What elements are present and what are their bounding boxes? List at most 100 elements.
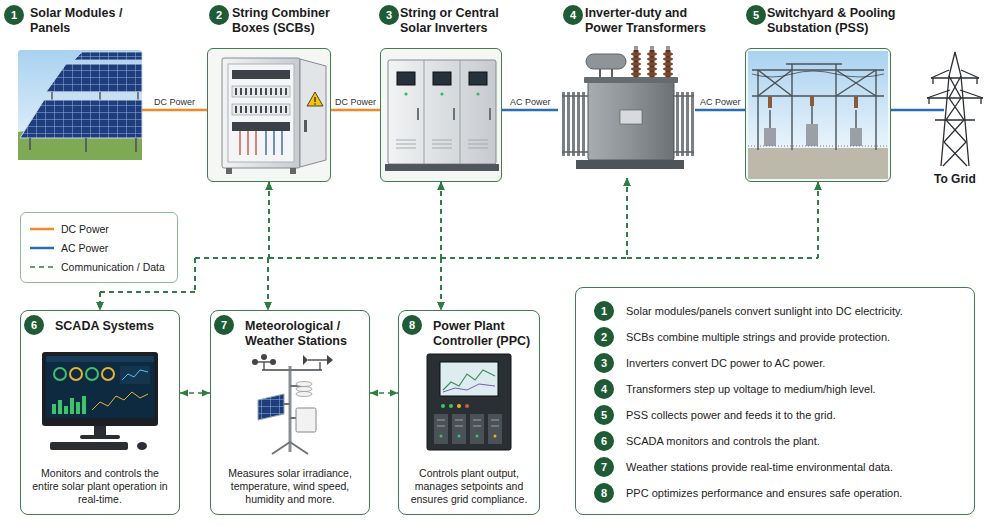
legend-box: DC PowerAC PowerCommunication / Data xyxy=(20,212,178,283)
legend-entry: Communication / Data xyxy=(29,257,169,276)
substation-illustration xyxy=(748,51,888,149)
inverter-illustration xyxy=(397,72,415,85)
legend-entry: AC Power xyxy=(29,238,169,257)
summary-line: SCBs combine multiple strings and provid… xyxy=(626,324,964,350)
communication-link xyxy=(268,182,818,310)
communication-link xyxy=(180,392,210,394)
weather-station-illustration xyxy=(262,369,322,371)
solar-array-illustration xyxy=(20,100,142,138)
transformer-illustration xyxy=(650,46,654,50)
weather-station-illustration xyxy=(296,392,312,397)
weather-station-illustration xyxy=(296,382,312,387)
connector-label: AC Power xyxy=(509,97,552,108)
equipment-area xyxy=(558,48,695,178)
plant-controller-illustration xyxy=(488,414,502,444)
box-description: Controls plant output, manages setpoints… xyxy=(407,467,531,506)
combiner-box-illustration xyxy=(314,97,315,102)
legend-sample xyxy=(29,243,55,253)
scada-monitor-illustration xyxy=(82,396,86,414)
scada-monitor-illustration xyxy=(137,442,147,450)
weather-station-illustration xyxy=(256,362,272,370)
plant-controller-illustration xyxy=(443,384,495,392)
scada-monitor-illustration xyxy=(120,366,150,384)
substation-illustration xyxy=(752,64,884,96)
transmission-tower xyxy=(927,52,983,166)
inverter-illustration xyxy=(433,72,451,85)
combiner-box-illustration xyxy=(232,86,290,97)
plant-controller-illustration xyxy=(427,354,511,450)
combiner-box-illustration xyxy=(232,104,290,115)
inverter-node: String or Central Solar Inverters xyxy=(380,6,502,182)
plant-controller-illustration xyxy=(470,414,484,444)
inverter-illustration xyxy=(418,108,490,120)
inverter-illustration xyxy=(404,92,407,95)
solar-array-illustration xyxy=(18,50,142,160)
transformer-illustration xyxy=(647,67,657,71)
transformer-illustration xyxy=(584,77,678,83)
inverter-illustration xyxy=(396,140,488,148)
transformer-illustration xyxy=(577,92,580,156)
scada-monitor-illustration xyxy=(102,368,114,380)
solar-array-illustration xyxy=(30,138,136,152)
summary-line: SCADA monitors and controls the plant. xyxy=(626,428,964,454)
callout-number: 4 xyxy=(563,5,583,25)
weather-station-illustration xyxy=(296,382,312,397)
grid-label: To Grid xyxy=(934,172,976,186)
transformer-node: Inverter-duty and Power Transformers xyxy=(558,6,695,178)
transformer-illustration xyxy=(634,46,638,50)
power-cable xyxy=(695,109,745,112)
plant-controller-illustration xyxy=(440,362,498,396)
communication-link xyxy=(441,178,627,310)
summary-list-box: Solar modules/panels convert sunlight in… xyxy=(575,287,975,515)
combiner-box-illustration xyxy=(307,92,323,106)
communication-link xyxy=(268,182,441,310)
substation-illustration xyxy=(768,96,858,108)
transformer-illustration xyxy=(691,92,694,156)
inverter-illustration xyxy=(385,164,499,171)
box-title: Meteorological / Weather Stations xyxy=(219,319,361,351)
transformer-illustration xyxy=(631,67,641,71)
scada-monitor-illustration xyxy=(122,370,148,380)
substation-illustration xyxy=(758,70,876,96)
stage-heading: Inverter-duty and Power Transformers xyxy=(585,6,717,48)
summary-line: Inverters convert DC power to AC power. xyxy=(626,350,964,376)
equipment-frame xyxy=(380,48,502,182)
transformer-illustration xyxy=(572,92,575,156)
callout-number: 2 xyxy=(594,327,614,347)
plant-controller-illustration xyxy=(465,404,469,408)
box-description: Measures solar irradiance, temperature, … xyxy=(219,467,361,506)
callout-number: 6 xyxy=(24,315,44,335)
transformer-illustration xyxy=(620,110,642,124)
summary-line: Solar modules/panels convert sunlight in… xyxy=(626,298,964,324)
weather-station-illustration xyxy=(272,442,308,454)
plant-controller-illustration xyxy=(437,420,499,426)
plant-controller-box: Power Plant Controller (PPC)Controls pla… xyxy=(398,310,540,515)
weather-station-box: Meteorological / Weather StationsMeasure… xyxy=(210,310,370,515)
substation-illustration xyxy=(764,128,776,146)
callout-number: 5 xyxy=(594,405,614,425)
plant-controller-illustration xyxy=(434,414,502,444)
transformer-illustration xyxy=(681,92,684,156)
substation-illustration xyxy=(770,104,856,146)
transmission-tower xyxy=(941,52,969,166)
scada-monitor-illustration xyxy=(54,368,114,380)
weather-station-illustration xyxy=(296,387,312,392)
transformer-illustration xyxy=(663,67,673,71)
scada-monitor-illustration xyxy=(50,442,128,450)
plant-controller-illustration xyxy=(427,354,511,450)
summary-line: Transformers step up voltage to medium/h… xyxy=(626,376,964,402)
callout-number: 1 xyxy=(4,5,24,25)
power-cable xyxy=(502,109,558,112)
transformer-illustration xyxy=(576,160,684,169)
substation-illustration xyxy=(810,96,814,106)
callout-number: 3 xyxy=(379,5,399,25)
transformer-illustration xyxy=(663,52,673,56)
connector-label: DC Power xyxy=(334,97,377,108)
weather-station-illustration xyxy=(296,408,316,432)
substation-illustration xyxy=(768,96,772,108)
communication-link xyxy=(441,182,818,310)
illustration-space xyxy=(219,351,361,459)
inverter-illustration xyxy=(385,60,499,171)
transmission-tower xyxy=(929,78,981,104)
